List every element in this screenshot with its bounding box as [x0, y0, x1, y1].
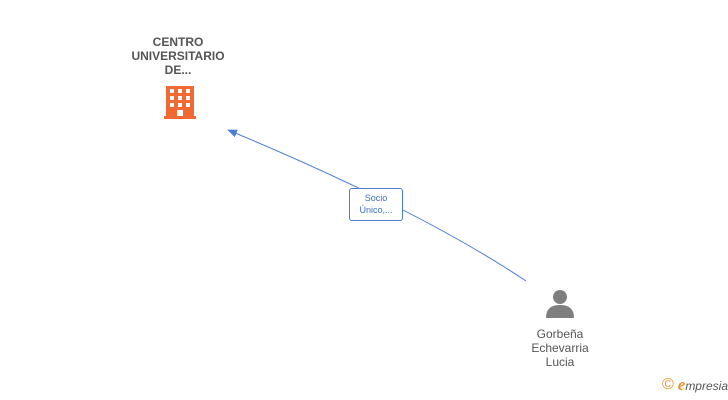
company-name-line: UNIVERSITARIO [131, 49, 225, 63]
brand-logo-text: mpresia [685, 379, 728, 393]
relation-label-line: Socio [364, 193, 388, 203]
company-name-line: CENTRO [152, 35, 204, 49]
company-name[interactable]: CENTRO UNIVERSITARIO DE... [110, 35, 246, 77]
relation-label-line: Único,... [359, 205, 393, 215]
company-name-line: DE... [164, 63, 192, 77]
person-icon[interactable] [546, 290, 574, 318]
relation-label-box[interactable]: Socio Único,... [349, 188, 403, 221]
person-name-line: Gorbeña [536, 327, 584, 341]
brand-logo-letter: e [677, 375, 686, 394]
brand-logo[interactable]: e mpresia [678, 375, 728, 395]
person-name-line: Lucia [545, 355, 575, 369]
copyright-icon: © [661, 376, 674, 393]
person-name[interactable]: Gorbeña Echevarria Lucia [500, 327, 620, 369]
person-name-line: Echevarria [531, 341, 589, 355]
building-icon[interactable] [164, 86, 196, 119]
footer-branding: © e mpresia [662, 375, 728, 395]
